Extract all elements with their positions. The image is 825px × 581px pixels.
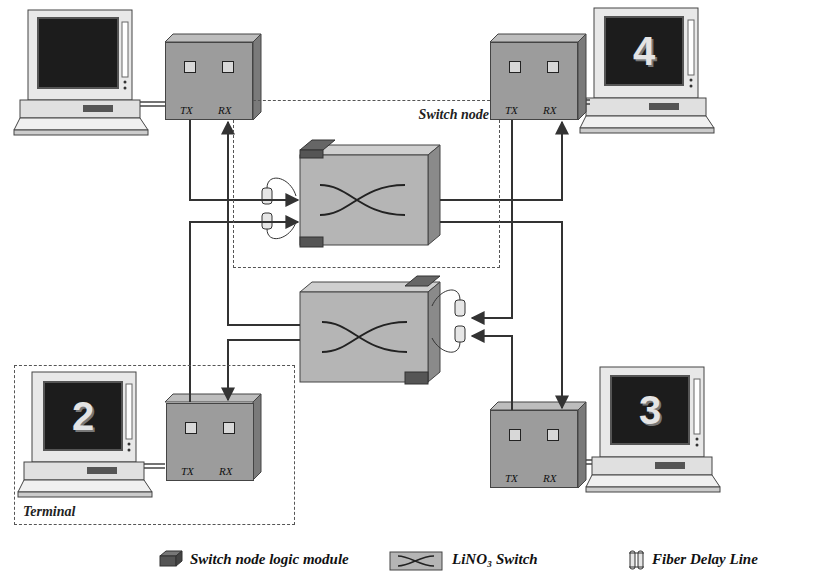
computer-3 <box>586 367 720 492</box>
monitor-screen: 2 <box>43 381 123 451</box>
legend-text: LiNO₃ Switch <box>452 551 538 568</box>
port-square <box>509 61 521 73</box>
txrx-module: TX RX <box>490 410 578 488</box>
terminal-number: 2 <box>72 394 94 439</box>
port-label: RX <box>219 465 232 477</box>
computer-4 <box>580 8 714 133</box>
txrx-module: TX RX <box>166 403 254 481</box>
txrx-module: TX RX <box>490 42 578 120</box>
port-square <box>184 61 196 73</box>
region-label: Terminal <box>21 504 77 520</box>
linbo3-switch-upper <box>300 140 440 247</box>
legend-text: Fiber Delay Line <box>652 551 758 568</box>
port-label: TX <box>181 465 194 477</box>
port-label: TX <box>505 472 518 484</box>
monitor-screen: 3 <box>610 375 690 445</box>
computer-2 <box>18 372 152 497</box>
dashed-region: Switch node <box>233 100 500 268</box>
port-label: TX <box>180 104 193 116</box>
linbo3-switch-lower <box>300 276 440 384</box>
port-square <box>547 429 559 441</box>
port-label: TX <box>505 104 518 116</box>
computer-tl <box>14 10 148 135</box>
port-square <box>223 422 235 434</box>
fiber-links <box>190 120 562 410</box>
port-square <box>185 422 197 434</box>
terminal-number: 3 <box>639 388 661 433</box>
txrx-module: TX RX <box>165 42 253 120</box>
port-square <box>222 61 234 73</box>
box-tops <box>165 34 586 488</box>
terminal-number: 4 <box>633 29 655 74</box>
fiber-delay-lines <box>262 178 465 352</box>
port-label: RX <box>543 472 556 484</box>
dashed-region: Terminal 2TX RX <box>14 365 295 525</box>
legend-icons <box>160 551 644 570</box>
port-square <box>547 61 559 73</box>
port-square <box>509 429 521 441</box>
region-label: Switch node <box>417 107 491 123</box>
legend-text: Switch node logic module <box>190 551 349 568</box>
monitor-screen: 4 <box>604 16 684 86</box>
port-label: RX <box>218 104 231 116</box>
port-label: RX <box>543 104 556 116</box>
